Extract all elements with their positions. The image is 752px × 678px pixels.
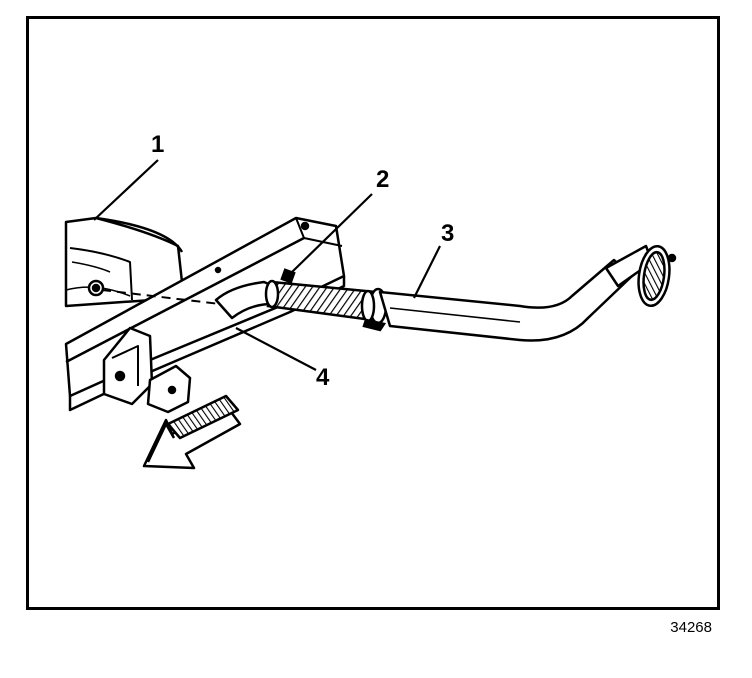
leader-line-1 (93, 159, 159, 221)
tailpipe (378, 258, 634, 342)
clamp (360, 287, 388, 332)
muffler (64, 216, 184, 308)
leader-line-4 (235, 327, 317, 371)
callout-label-2: 2 (376, 166, 390, 193)
leader-lines (93, 159, 441, 371)
tailpipe-outlet (604, 244, 677, 308)
hanger-bracket (102, 326, 192, 414)
leader-line-3 (413, 245, 441, 299)
callout-label-1: 1 (151, 131, 165, 158)
front-direction-arrow (142, 394, 242, 470)
callout-label-3: 3 (441, 220, 455, 247)
figure-number: 34268 (670, 619, 712, 636)
callout-label-4: 4 (316, 364, 330, 391)
leader-line-2 (291, 193, 373, 273)
